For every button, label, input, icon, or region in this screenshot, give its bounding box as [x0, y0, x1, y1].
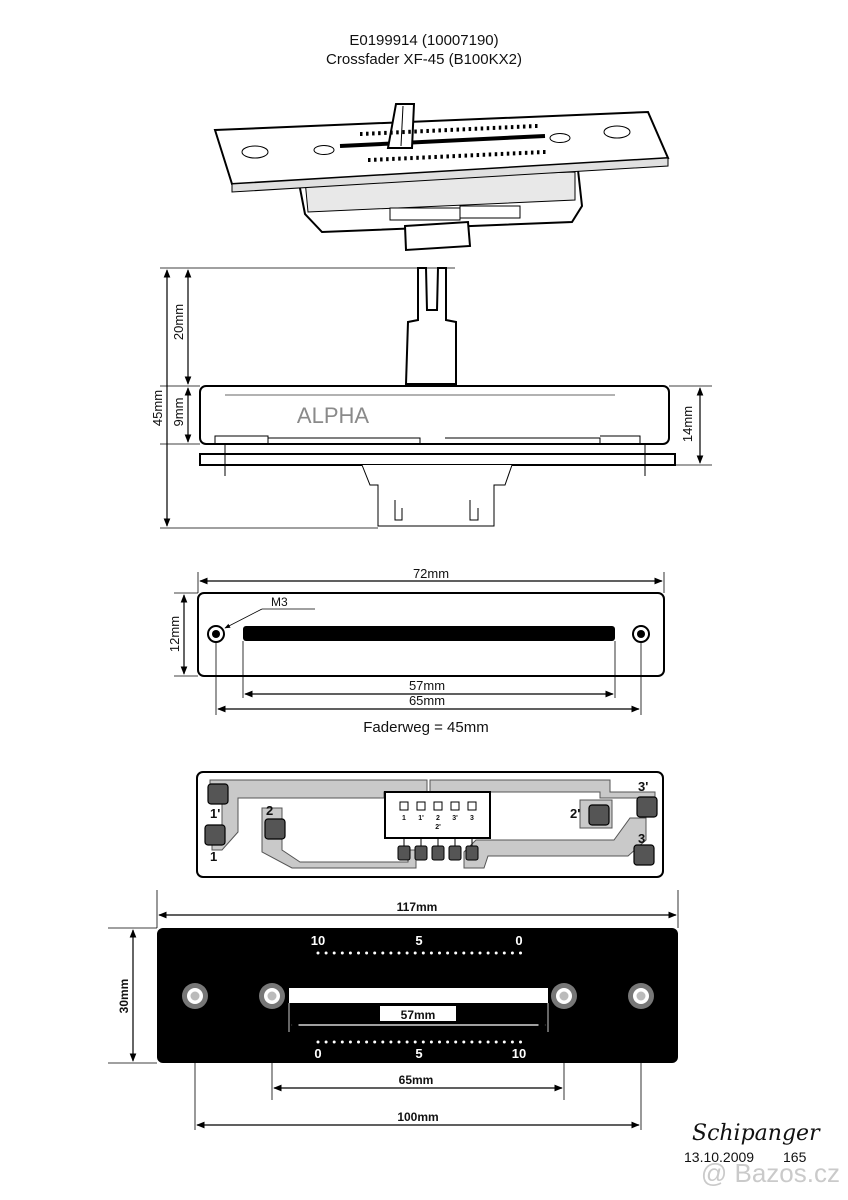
scale-top-number: 10 [311, 933, 325, 948]
connector-pin-label: 1' [418, 815, 424, 822]
signature-block: Schipanger 13.10.2009 165 [684, 1121, 821, 1165]
dim-faceplate-slot: 57mm [401, 1008, 436, 1022]
dim-knob-height: 20mm [171, 304, 186, 340]
dim-hole-spacing: 65mm [409, 693, 445, 708]
signature: Schipanger [692, 1121, 821, 1146]
perspective-view [213, 103, 670, 252]
part-number: E0199914 (10007190) [349, 32, 498, 49]
dim-inner-holes: 65mm [399, 1073, 434, 1087]
connector-pin-label: 3' [452, 815, 458, 822]
pin-label-2: 2 [266, 803, 273, 818]
dim-faceplate-width: 117mm [397, 900, 438, 914]
connector-pin-label: 1 [402, 815, 406, 822]
dim-body-height: 9mm [171, 398, 186, 427]
scale-bottom-number: 0 [314, 1046, 321, 1061]
top-view: M3 72mm 12mm 57mm 65mm Faderweg = 45mm [167, 566, 665, 736]
connector-sub-label: 2' [435, 824, 441, 831]
dim-outer-holes: 100mm [397, 1110, 438, 1124]
pcb-view: 1 1' 2 3' 3 2' 1' 1 2 2' 3' 3 [196, 771, 664, 878]
signature-date: 13.10.2009 [684, 1149, 754, 1165]
pin-label-1: 1 [210, 849, 217, 864]
pin-label-2p: 2' [570, 806, 580, 821]
side-view: ALPHA 45mm 20mm 9mm 14mm [150, 267, 712, 529]
signature-number: 165 [783, 1149, 807, 1165]
scale-bottom-number: 10 [512, 1046, 526, 1061]
dim-right-height: 14mm [680, 406, 695, 442]
scale-top-number: 5 [415, 933, 422, 948]
travel-label: Faderweg = 45mm [363, 719, 488, 736]
pin-label-3: 3 [638, 831, 645, 846]
scale-bottom-number: 5 [415, 1046, 422, 1061]
pin-label-1p: 1' [210, 806, 220, 821]
faceplate-view: 10 5 0 0 5 10 117mm 30mm 57mm 65mm 100mm [108, 890, 679, 1130]
dim-top-width: 72mm [413, 566, 449, 581]
brand-label: ALPHA [297, 403, 369, 428]
screw-label: M3 [271, 595, 288, 609]
watermark: @ Bazos.cz [701, 1158, 840, 1188]
scale-top-number: 0 [515, 933, 522, 948]
pin-label-3p: 3' [638, 779, 648, 794]
dim-overall-height: 45mm [150, 390, 165, 426]
connector-pin-label: 2 [436, 815, 440, 822]
dim-top-height: 12mm [167, 616, 182, 652]
part-name: Crossfader XF-45 (B100KX2) [326, 51, 522, 68]
dim-faceplate-height: 30mm [117, 979, 131, 1014]
dim-slot-length: 57mm [409, 678, 445, 693]
connector-pin-label: 3 [470, 815, 474, 822]
